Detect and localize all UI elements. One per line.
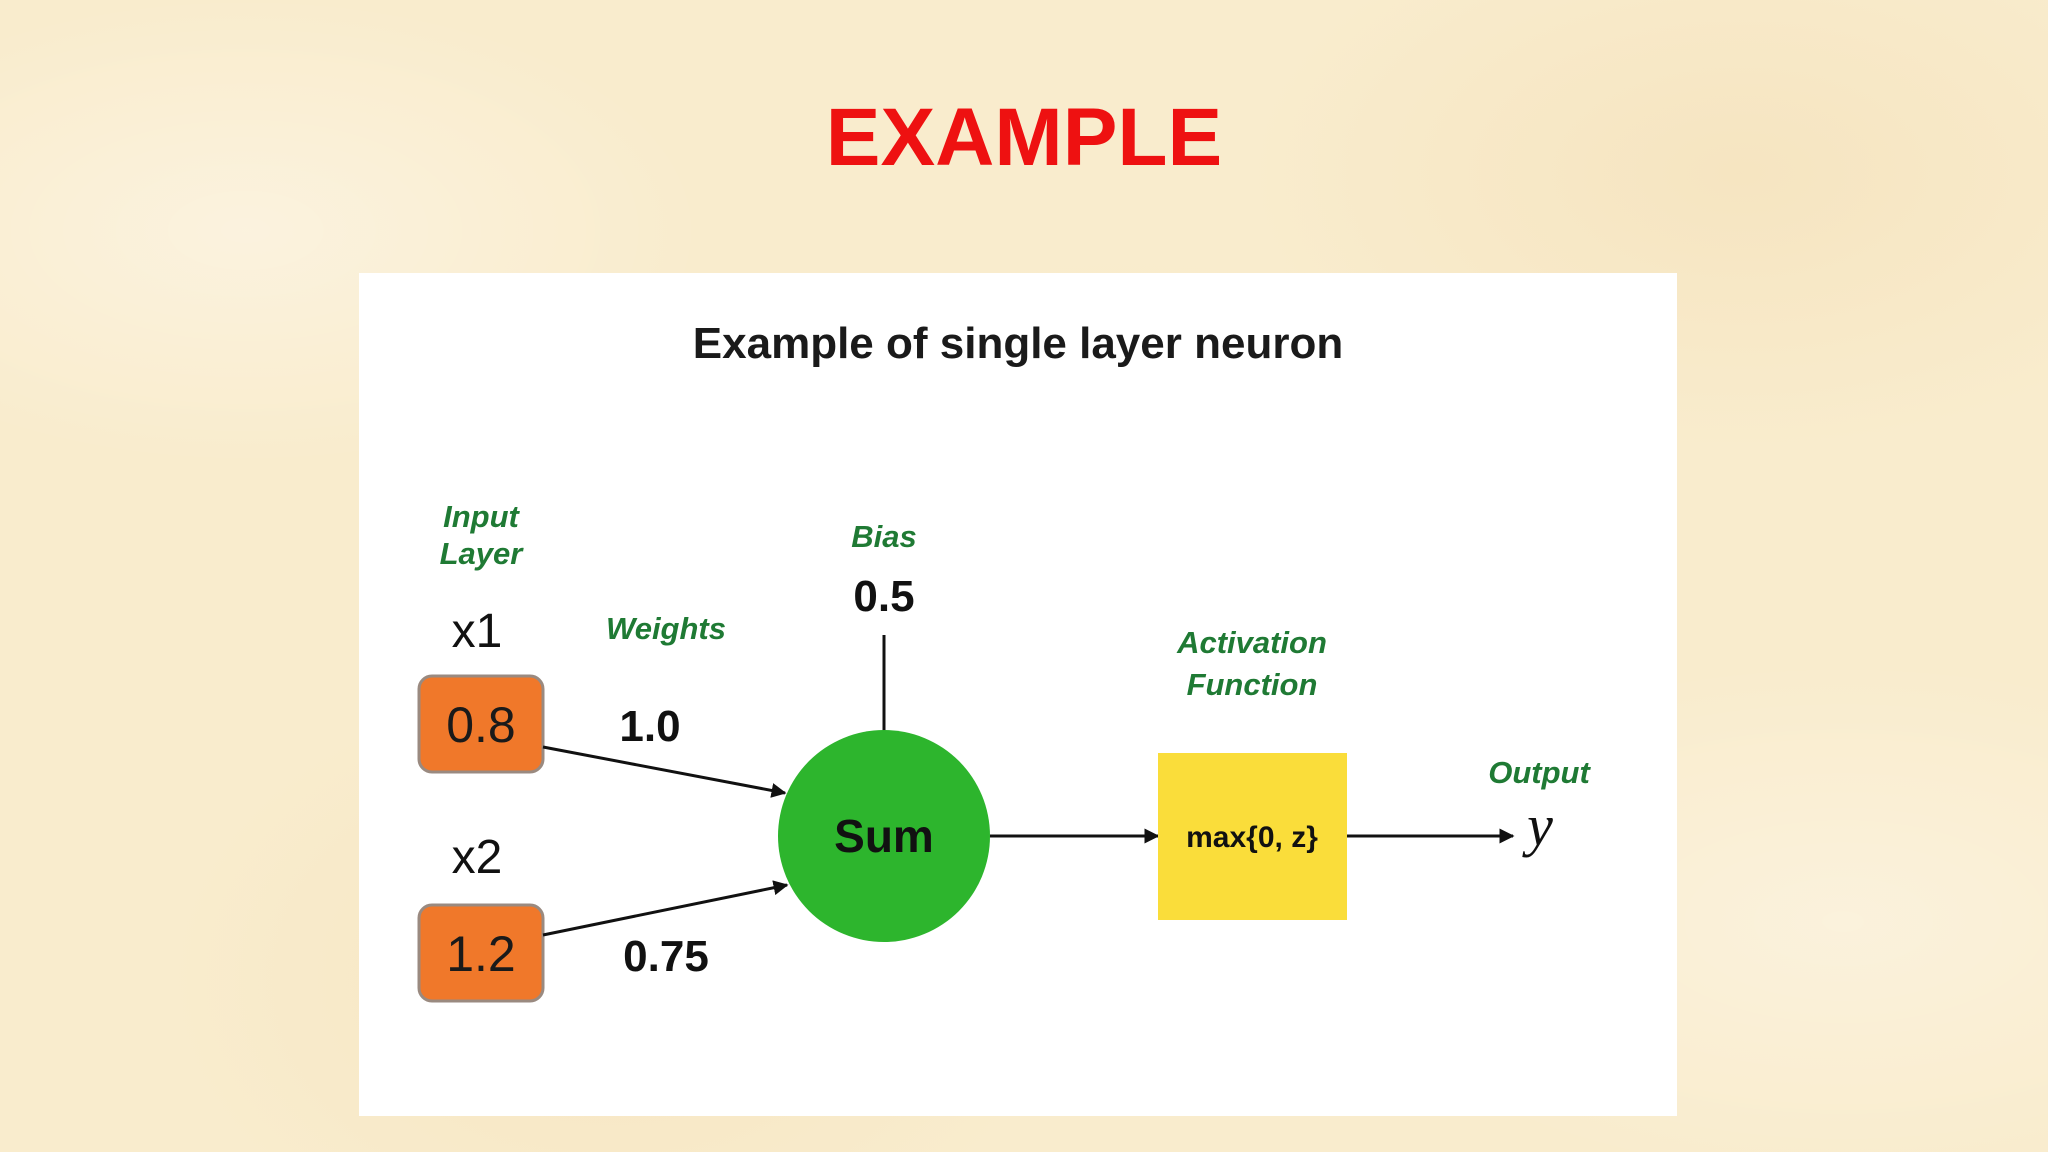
- input-x2-name: x2: [452, 831, 503, 884]
- slide-title: EXAMPLE: [825, 92, 1223, 183]
- weight-x1-value: 1.0: [619, 702, 680, 751]
- output-symbol: y: [1522, 793, 1553, 858]
- figure-title: Example of single layer neuron: [693, 319, 1343, 368]
- input-layer-label-line1: Input: [443, 499, 520, 534]
- weights-label: Weights: [606, 611, 726, 646]
- input-x2-box: [417, 903, 545, 1003]
- activation-function-box: [1158, 753, 1347, 920]
- edge-x2-to-sum: [542, 880, 789, 937]
- neuron-diagram: Example of single layer neuron Input Lay…: [417, 319, 1591, 1003]
- activation-label-line1: Activation: [1176, 625, 1327, 660]
- input-x1-name: x1: [452, 605, 503, 658]
- bias-label: Bias: [851, 519, 916, 554]
- diagram-panel: Example of single layer neuron Input Lay…: [359, 273, 1677, 1116]
- activation-formula: max{0, z}: [1186, 821, 1318, 854]
- activation-label-line2: Function: [1187, 667, 1318, 702]
- input-x1-value: 0.8: [446, 697, 516, 753]
- input-x1-box: [417, 674, 545, 774]
- input-x2-value: 1.2: [446, 926, 516, 982]
- sum-node: [778, 730, 990, 942]
- bias-value: 0.5: [853, 572, 914, 621]
- sum-label: Sum: [834, 810, 934, 862]
- edge-x1-to-sum: [542, 745, 787, 798]
- input-layer-label-line2: Layer: [440, 536, 525, 571]
- output-label: Output: [1488, 755, 1591, 790]
- weight-x2-value: 0.75: [623, 932, 709, 981]
